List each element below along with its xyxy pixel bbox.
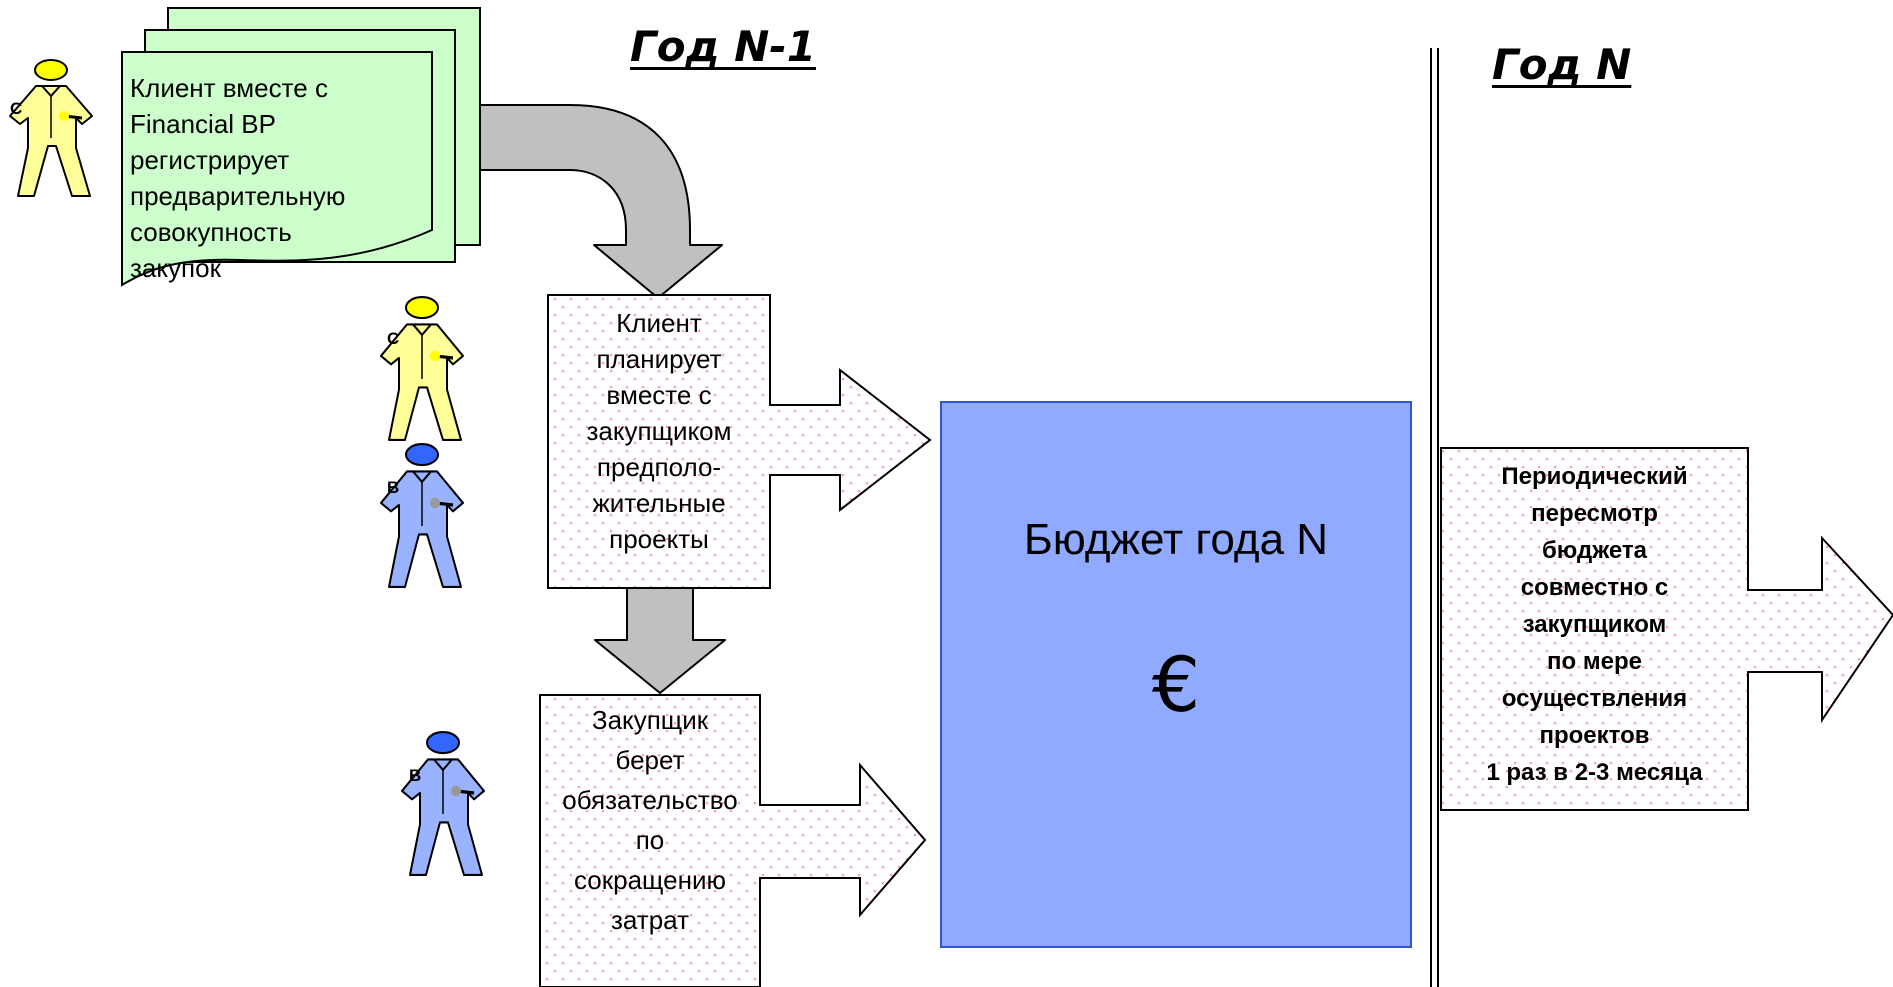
client-person-icon bbox=[9, 59, 93, 197]
buyer-person-icon bbox=[380, 443, 464, 588]
down-arrow-to-commitment bbox=[594, 587, 726, 694]
client-person-icon bbox=[380, 296, 464, 441]
document-stack bbox=[121, 7, 481, 287]
buyer-badge-letter: B bbox=[409, 766, 421, 785]
client-badge-letter: C bbox=[387, 329, 399, 348]
planning-step-text: Клиент планирует вместе с закупщиком пре… bbox=[586, 308, 732, 554]
register-step-text: Клиент вместе с Financial BP регистрируе… bbox=[130, 73, 346, 283]
curved-arrow-to-planning bbox=[479, 104, 723, 299]
review-callout bbox=[1440, 447, 1893, 811]
review-step-text: Периодический пересмотр бюджета совместн… bbox=[1486, 463, 1703, 786]
budget-box bbox=[940, 401, 1412, 948]
planning-callout bbox=[547, 294, 932, 589]
euro-symbol: € bbox=[1151, 640, 1201, 729]
heading-year-prev: Год N-1 bbox=[630, 22, 816, 71]
client-badge-letter: C bbox=[10, 99, 22, 118]
commitment-callout bbox=[539, 694, 927, 987]
budget-title: Бюджет года N bbox=[1023, 515, 1329, 564]
commitment-step-text: Закупщик берет обязательство по сокращен… bbox=[562, 705, 738, 935]
buyer-person-icon bbox=[401, 731, 485, 876]
document-front bbox=[121, 51, 433, 287]
heading-year-current: Год N bbox=[1492, 40, 1632, 89]
buyer-badge-letter: B bbox=[387, 478, 399, 497]
